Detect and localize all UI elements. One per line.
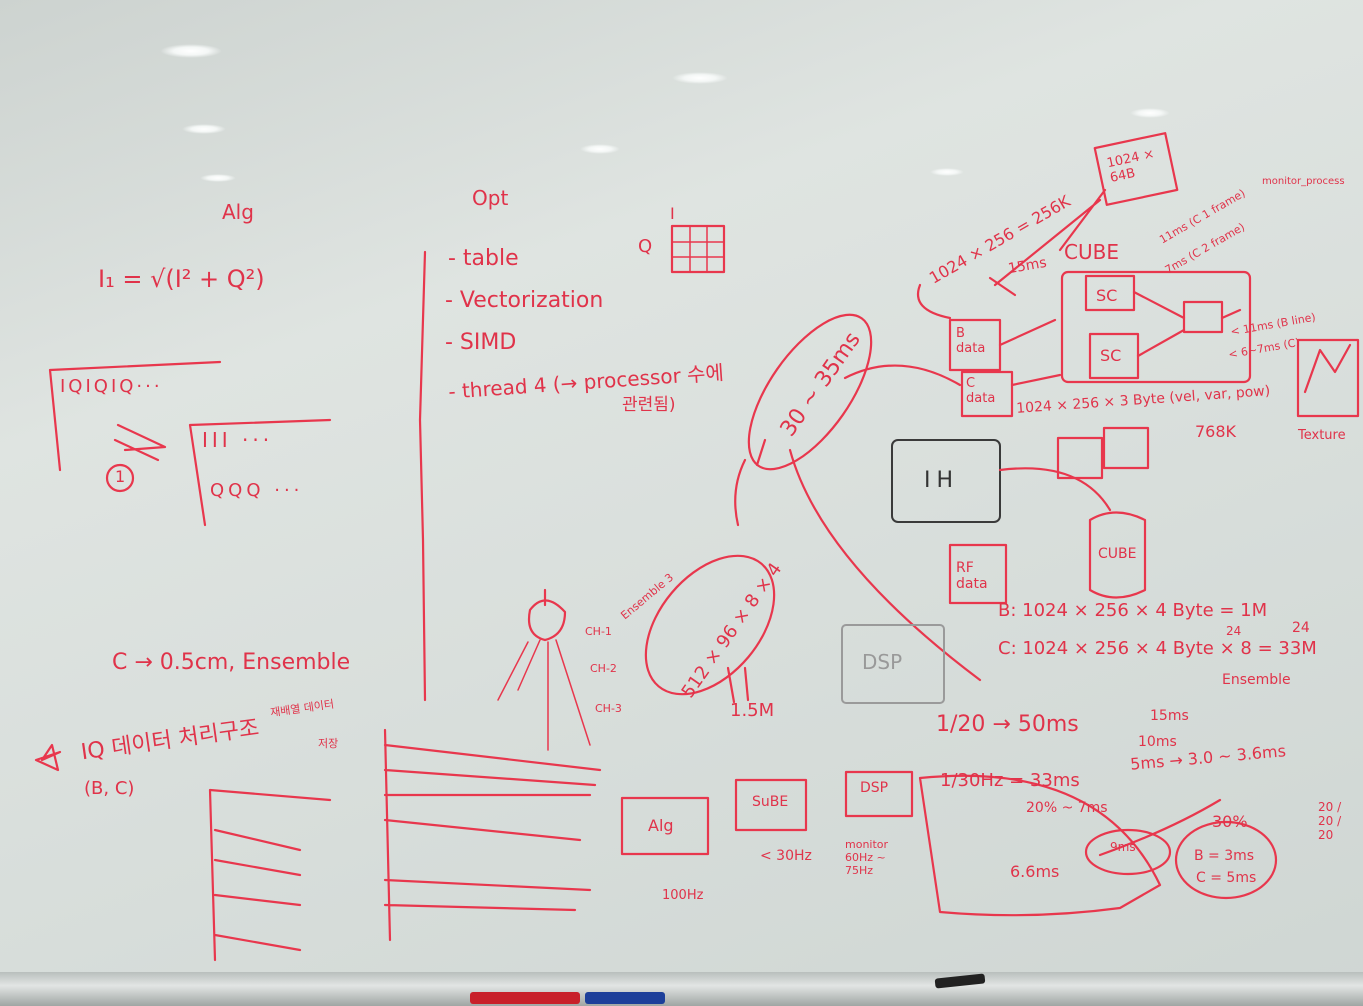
c-num-2: 24	[1292, 620, 1310, 636]
divider-line	[418, 250, 427, 702]
blue-marker-icon[interactable]	[585, 992, 665, 1004]
b-line: B: 1024 × 256 × 4 Byte = 1M	[998, 600, 1268, 621]
monitor-hz-label: monitor 60Hz ~ 75Hz	[845, 838, 889, 877]
ih-label: IH	[924, 468, 960, 493]
right-edge-label: 20 / 20 / 20	[1318, 800, 1342, 842]
dsp-label: DSP	[862, 650, 903, 674]
merge-box	[1182, 300, 1224, 334]
bc-ellipse	[1174, 820, 1278, 900]
arrow-icon	[113, 423, 167, 462]
cube-box	[1060, 270, 1252, 384]
marker-tray	[0, 972, 1363, 1006]
box-alg-label: Alg	[648, 816, 674, 835]
opt-item-table: - table	[448, 246, 519, 271]
probe-icon	[527, 588, 567, 642]
red-marker-icon[interactable]	[470, 992, 580, 1004]
alg-box	[620, 796, 710, 856]
calc-ellipse	[644, 554, 776, 696]
b-data-label: B data	[956, 326, 986, 356]
alg-title: Alg	[222, 200, 254, 224]
opt-item-thread-extra: 관련됨)	[622, 395, 676, 415]
ensemble-note: C → 0.5cm, Ensemble	[112, 650, 351, 675]
ceiling-light-reflection	[200, 174, 236, 182]
dsp-small-box	[844, 770, 914, 818]
box-sube-label: SuBE	[752, 794, 789, 810]
ms6-label: 6.6ms	[1010, 862, 1060, 881]
cube-label: CUBE	[1064, 240, 1119, 264]
star-icon	[34, 743, 62, 772]
timing-box	[918, 774, 1162, 917]
circle-icon	[105, 463, 135, 493]
c-data-label: C data	[966, 376, 996, 406]
ch3-label: CH-3	[595, 702, 622, 715]
iq-bracket	[48, 360, 222, 472]
cube2-label: CUBE	[1098, 546, 1137, 562]
hz100-label: 100Hz	[662, 888, 704, 903]
fps-right-label: 15ms	[1150, 708, 1189, 724]
ms9-label: 9ms	[1110, 840, 1136, 854]
range-ellipse	[747, 313, 873, 471]
opt-item-simd: - SIMD	[445, 330, 517, 355]
c-data-box	[960, 370, 1014, 418]
channel-stack-2	[383, 728, 602, 942]
monitor-process-label: monitor_process	[1262, 176, 1345, 187]
bc-note: (B, C)	[84, 778, 135, 799]
hz30-label: < 30Hz	[760, 848, 812, 864]
ch1-label: CH-1	[585, 625, 612, 638]
ceiling-light-reflection	[580, 144, 620, 154]
formula: I₁ = √(I² + Q²)	[98, 265, 265, 293]
iii-bracket	[188, 418, 332, 527]
texture-label: Texture	[1298, 428, 1346, 443]
rf-data-box	[948, 543, 1008, 605]
iq-grid-icon	[670, 224, 726, 274]
pct20-label: 20% ~ 7ms	[1026, 800, 1108, 816]
opt-item-vectorization: - Vectorization	[445, 288, 604, 313]
k768-label: 768K	[1195, 422, 1237, 441]
texture-box	[1296, 338, 1360, 418]
sube-box	[734, 778, 808, 832]
fps-label: 1/20 → 50ms	[936, 712, 1079, 737]
c-ms-label: C = 5ms	[1196, 870, 1257, 886]
cube-cylinder	[1088, 511, 1147, 599]
opt-title: Opt	[472, 186, 509, 210]
pct30-label: 30%	[1212, 812, 1248, 831]
size-label: 1.5M	[730, 700, 775, 721]
ch2-label: CH-2	[590, 662, 617, 675]
dsp-box	[841, 624, 945, 704]
save-note: 저장	[318, 737, 339, 750]
c-line: C: 1024 × 256 × 4 Byte × 8 = 33M	[998, 638, 1317, 659]
ensemble-right: Ensemble	[1222, 672, 1291, 688]
sc1-label: SC	[1096, 286, 1118, 305]
iq-sequence: IQIQIQ···	[60, 376, 163, 397]
ceiling-light-reflection	[672, 72, 728, 84]
ceiling-light-reflection	[160, 44, 222, 58]
ceiling-light-reflection	[930, 168, 964, 176]
c-num-1: 24	[1226, 624, 1242, 638]
ceiling-light-reflection	[1130, 108, 1170, 118]
channel-stack	[208, 788, 332, 962]
circle-number: 1	[115, 467, 126, 486]
hz30b-label: 1/30Hz = 33ms	[940, 770, 1080, 791]
qqq-sequence: QQQ ···	[210, 480, 304, 501]
b-ms-label: B = 3ms	[1194, 848, 1255, 864]
iii-sequence: III ···	[202, 428, 274, 452]
buffer-box	[1093, 132, 1179, 206]
fps-right2-label: 10ms	[1138, 734, 1177, 750]
ih-box	[891, 439, 1001, 523]
rf-data-label: RF data	[956, 560, 988, 592]
grid-i-label: I	[670, 204, 675, 223]
box-dsp-label: DSP	[860, 780, 889, 796]
ceiling-light-reflection	[182, 124, 226, 134]
sc2-label: SC	[1100, 346, 1122, 365]
grid-q-label: Q	[638, 236, 653, 257]
